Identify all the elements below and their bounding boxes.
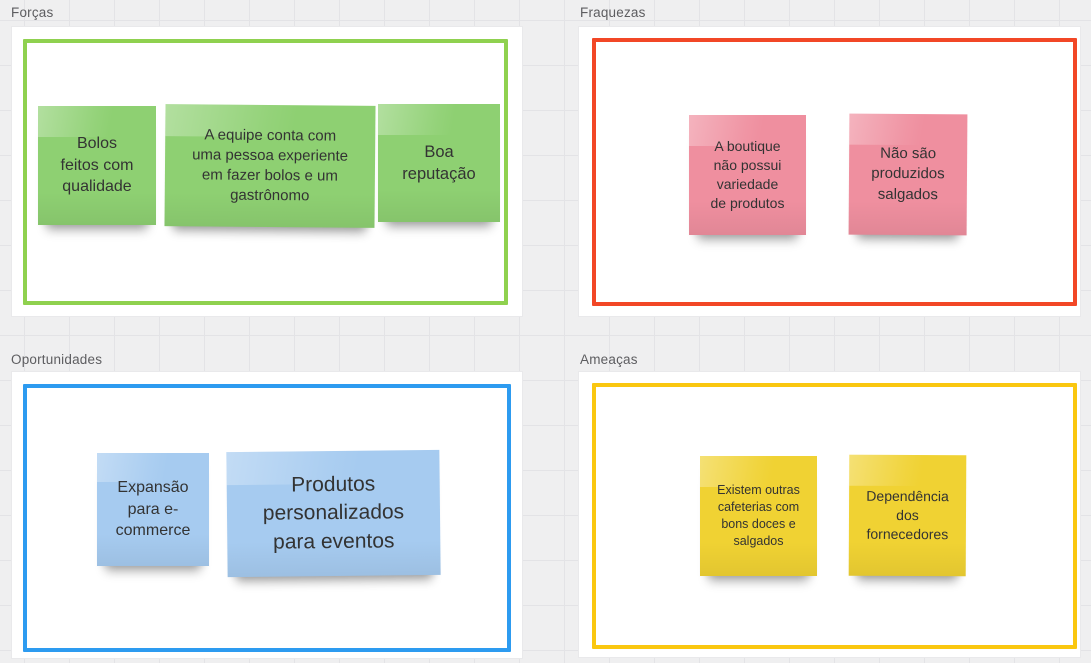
sticky-note-sem-variedade[interactable]: A boutique não possui variedade de produ… (689, 115, 806, 235)
sticky-note-boa-reputacao[interactable]: Boa reputação (378, 104, 500, 222)
sticky-note-bolos-qualidade[interactable]: Bolos feitos com qualidade (38, 106, 156, 225)
fraquezas-rectangle-shape[interactable] (592, 38, 1077, 306)
sticky-note-text: Expansão para e- commerce (115, 479, 191, 540)
sticky-note-text: Dependência dos fornecedores (866, 487, 949, 543)
frame-title-oportunidades[interactable]: Oportunidades (11, 352, 103, 367)
sticky-note-outras-cafeterias[interactable]: Existem outras cafeterias com bons doces… (700, 456, 817, 576)
frame-title-ameacas[interactable]: Ameaças (580, 352, 638, 367)
sticky-note-dependencia-fornecedores[interactable]: Dependência dos fornecedores (848, 454, 967, 577)
frame-title-fraquezas[interactable]: Fraquezas (580, 5, 646, 20)
sticky-note-expansao-ecommerce[interactable]: Expansão para e- commerce (97, 453, 209, 566)
sticky-note-text: Existem outras cafeterias com bons doces… (717, 483, 800, 548)
ameacas-rectangle-shape[interactable] (592, 383, 1077, 649)
sticky-note-text: Boa reputação (402, 142, 476, 183)
frame-title-forcas[interactable]: Forças (11, 5, 54, 20)
sticky-note-text: Bolos feitos com qualidade (60, 135, 134, 196)
sticky-note-text: A boutique não possui variedade de produ… (710, 138, 785, 211)
